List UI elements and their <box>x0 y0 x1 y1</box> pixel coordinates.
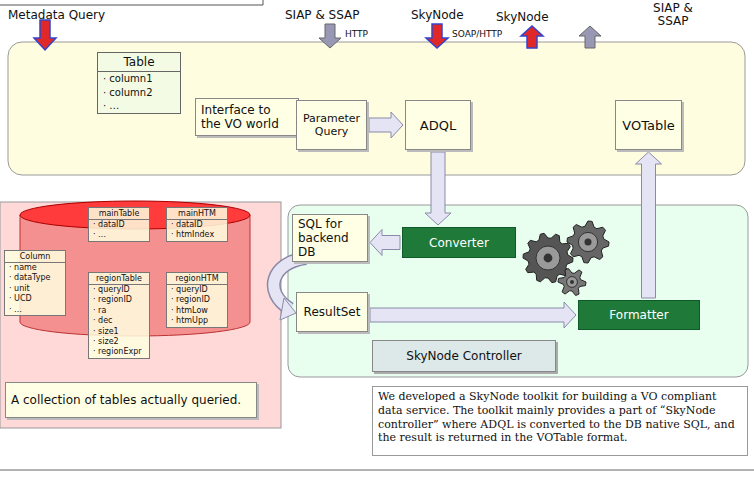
description-box: We developed a SkyNode toolkit for build… <box>372 386 748 456</box>
gear-shape <box>567 221 609 263</box>
database-panel <box>0 202 281 428</box>
process-box: SkyNode Controller <box>372 340 556 372</box>
box-heading: regionHTM <box>167 273 227 285</box>
note-box: Interface to the VO world <box>195 98 299 136</box>
list-item: · … <box>5 305 65 315</box>
flow-arrow <box>370 302 576 328</box>
box-heading: regionTable <box>89 273 149 285</box>
list-item: · regionID <box>89 295 149 305</box>
table-box: mainTable· dataID· … <box>88 207 150 242</box>
protocol-label: SIAP & SSAP <box>285 8 360 22</box>
gears-illustration <box>523 221 609 296</box>
gear-ring <box>567 277 578 288</box>
gear-hub <box>570 280 574 284</box>
response-arrow <box>579 26 601 48</box>
list-item: · unit <box>5 284 65 294</box>
gear-ring <box>578 232 597 251</box>
interface-band <box>8 42 745 175</box>
list-item: · dataID <box>167 220 227 230</box>
flow-arrow <box>370 230 400 256</box>
box-text: VOTable <box>621 118 676 133</box>
gear-hub <box>544 254 553 263</box>
box-text: ResultSet <box>302 305 362 319</box>
list-item: · dataType <box>5 273 65 283</box>
box-text: Formatter <box>585 308 693 322</box>
note-box: A collection of tables actually queried. <box>5 382 257 418</box>
note-box: VOTable <box>615 100 682 150</box>
request-arrow <box>34 20 56 50</box>
box-text: Interface to the VO world <box>201 103 293 131</box>
list-item: · column1 <box>98 72 180 86</box>
list-item: · regionExpr <box>89 347 149 357</box>
list-item: · … <box>89 230 149 240</box>
list-item: · ra <box>89 306 149 316</box>
flow-arrow <box>369 112 403 138</box>
response-arrow <box>521 26 543 48</box>
query-flow-head <box>280 298 296 320</box>
note-box: ADQL <box>405 100 471 150</box>
gear-hub <box>584 238 591 245</box>
list-item: · size1 <box>89 327 149 337</box>
protocol-label: Metadata Query <box>8 8 105 22</box>
box-text: SQL for backend DB <box>298 217 362 259</box>
list-item: · dec <box>89 316 149 326</box>
table-box: mainHTM· dataID· htmIndex <box>166 207 228 242</box>
note-box: SQL for backend DB <box>292 214 368 262</box>
protocol-label: SkyNode <box>496 10 549 24</box>
frame-line <box>263 0 264 5</box>
list-item: · UCD <box>5 294 65 304</box>
box-text: Parameter Query <box>302 112 361 138</box>
protocol-label: SkyNode <box>411 8 464 22</box>
process-box: Converter <box>402 227 516 258</box>
protocol-label: SIAP & SSAP <box>650 2 696 27</box>
table-box: Table· column1· column2· … <box>97 52 181 114</box>
flow-arrow <box>425 152 451 225</box>
frame-line <box>0 5 263 6</box>
list-item: · regionID <box>167 295 227 305</box>
gear-ring <box>536 246 560 270</box>
controller-panel <box>288 205 748 377</box>
list-item: · … <box>98 99 180 113</box>
list-item: · size2 <box>89 337 149 347</box>
list-item: · queryID <box>167 285 227 295</box>
list-item: · htmIndex <box>167 230 227 240</box>
note-box: Parameter Query <box>296 100 367 150</box>
footer-line <box>0 470 754 471</box>
note-box: ResultSet <box>296 292 368 332</box>
box-text: ADQL <box>411 118 465 133</box>
box-heading: Column <box>5 251 65 263</box>
protocol-label: HTTP <box>345 29 368 39</box>
table-box: regionHTM· queryID· regionID· htmLow· ht… <box>166 272 228 328</box>
list-item: · name <box>5 263 65 273</box>
gear-shape <box>558 269 586 296</box>
process-box: Formatter <box>578 300 700 330</box>
box-heading: Table <box>98 53 180 72</box>
box-heading: mainTable <box>89 208 149 220</box>
table-box: Column· name· dataType· unit· UCD· … <box>4 250 66 316</box>
box-text: SkyNode Controller <box>379 349 549 363</box>
box-text: A collection of tables actually queried. <box>11 393 251 407</box>
list-item: · dataID <box>89 220 149 230</box>
list-item: · queryID <box>89 285 149 295</box>
request-arrow <box>426 24 448 48</box>
list-item: · htmUpp <box>167 316 227 326</box>
box-text: Converter <box>409 236 509 250</box>
table-box: regionTable· queryID· regionID· ra· dec·… <box>88 272 150 359</box>
box-heading: mainHTM <box>167 208 227 220</box>
flow-arrow <box>636 152 662 298</box>
protocol-label: SOAP/HTTP <box>452 29 502 39</box>
box-text: We developed a SkyNode toolkit for build… <box>378 390 742 445</box>
request-arrow <box>319 24 341 48</box>
list-item: · column2 <box>98 86 180 100</box>
list-item: · htmLow <box>167 306 227 316</box>
